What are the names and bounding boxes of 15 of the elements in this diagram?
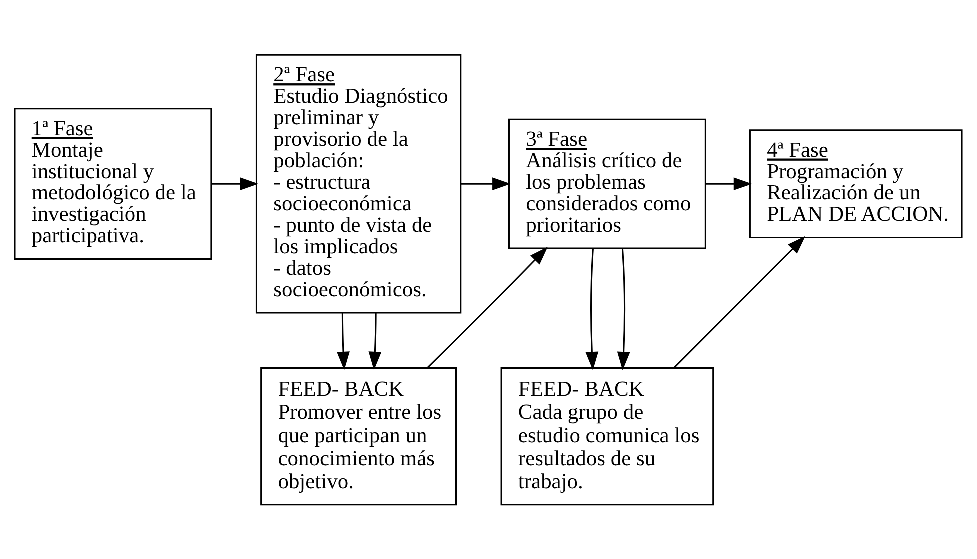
node-box: 4ª Fase Programación y Realización de un PLAN DE ACCION. [749,129,963,238]
arrow [212,177,259,190]
arrow [426,246,548,368]
node-box: FEED- BACK Promover entre los que participan un conocimiento más objetivo. [260,366,458,506]
arrow [617,248,630,370]
node-box: 1ª Fase Montaje institucional y metodológico de la investigación participativa. [14,108,212,260]
node-box: 3ª Fase Análisis crítico de los problemas considerados como prioritarios [508,118,706,249]
arrow [674,236,806,368]
node-box: 2ª Fase Estudio Diagnóstico preliminar y provisorio de la población: - estructura socioeconómica - punto de vista de los implicados - datos socioeconómicos. [256,54,462,314]
arrow [586,248,599,370]
arrow [461,177,511,190]
arrow [337,312,350,370]
arrow [706,177,752,190]
arrow [368,312,382,370]
node-box: FEED- BACK Cada grupo de estudio comunica los resultados de su trabajo. [500,366,714,506]
